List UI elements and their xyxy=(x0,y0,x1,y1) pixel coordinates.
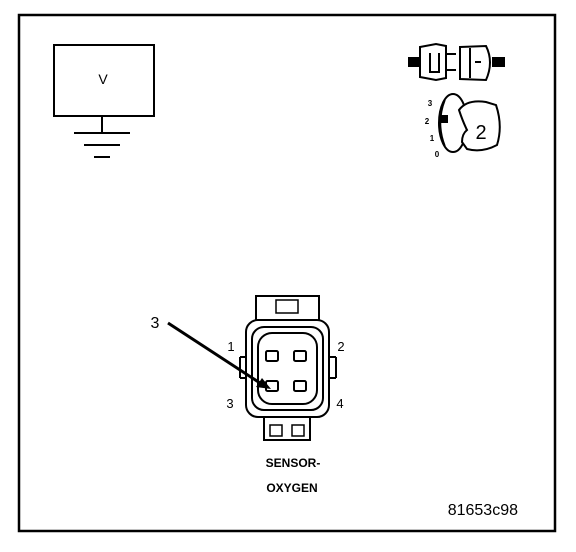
callout-number: 3 xyxy=(151,315,160,332)
key-icon xyxy=(457,100,501,152)
voltmeter: V xyxy=(53,44,155,158)
pin-label-4: 4 xyxy=(336,396,343,411)
figure-frame xyxy=(17,13,557,533)
pin-label-3: 3 xyxy=(226,396,233,411)
terminal-1 xyxy=(265,350,279,362)
terminal-2 xyxy=(293,350,307,362)
voltmeter-symbol: V xyxy=(98,71,108,87)
oxygen-sensor-connector xyxy=(239,295,337,441)
ground-icon xyxy=(74,116,130,158)
ignition-key-position: 2 xyxy=(475,122,486,144)
connector-name-line1: SENSOR- xyxy=(266,456,321,470)
ignition-position-3: 3 xyxy=(428,99,433,108)
connector-name-line2: OXYGEN xyxy=(266,481,317,495)
pin-label-1: 1 xyxy=(227,339,234,354)
connector-disconnected-icon xyxy=(408,42,505,82)
figure-id: 81653c98 xyxy=(448,502,518,519)
ignition-switch-icon: 3 2 1 0 2 xyxy=(425,93,501,159)
ignition-position-2: 2 xyxy=(425,117,430,126)
terminal-4 xyxy=(293,380,307,392)
callout-arrow xyxy=(167,321,271,389)
ignition-position-0: 0 xyxy=(435,150,440,159)
ignition-position-1: 1 xyxy=(430,134,435,143)
pin-label-2: 2 xyxy=(337,339,344,354)
voltmeter-box xyxy=(53,44,155,117)
